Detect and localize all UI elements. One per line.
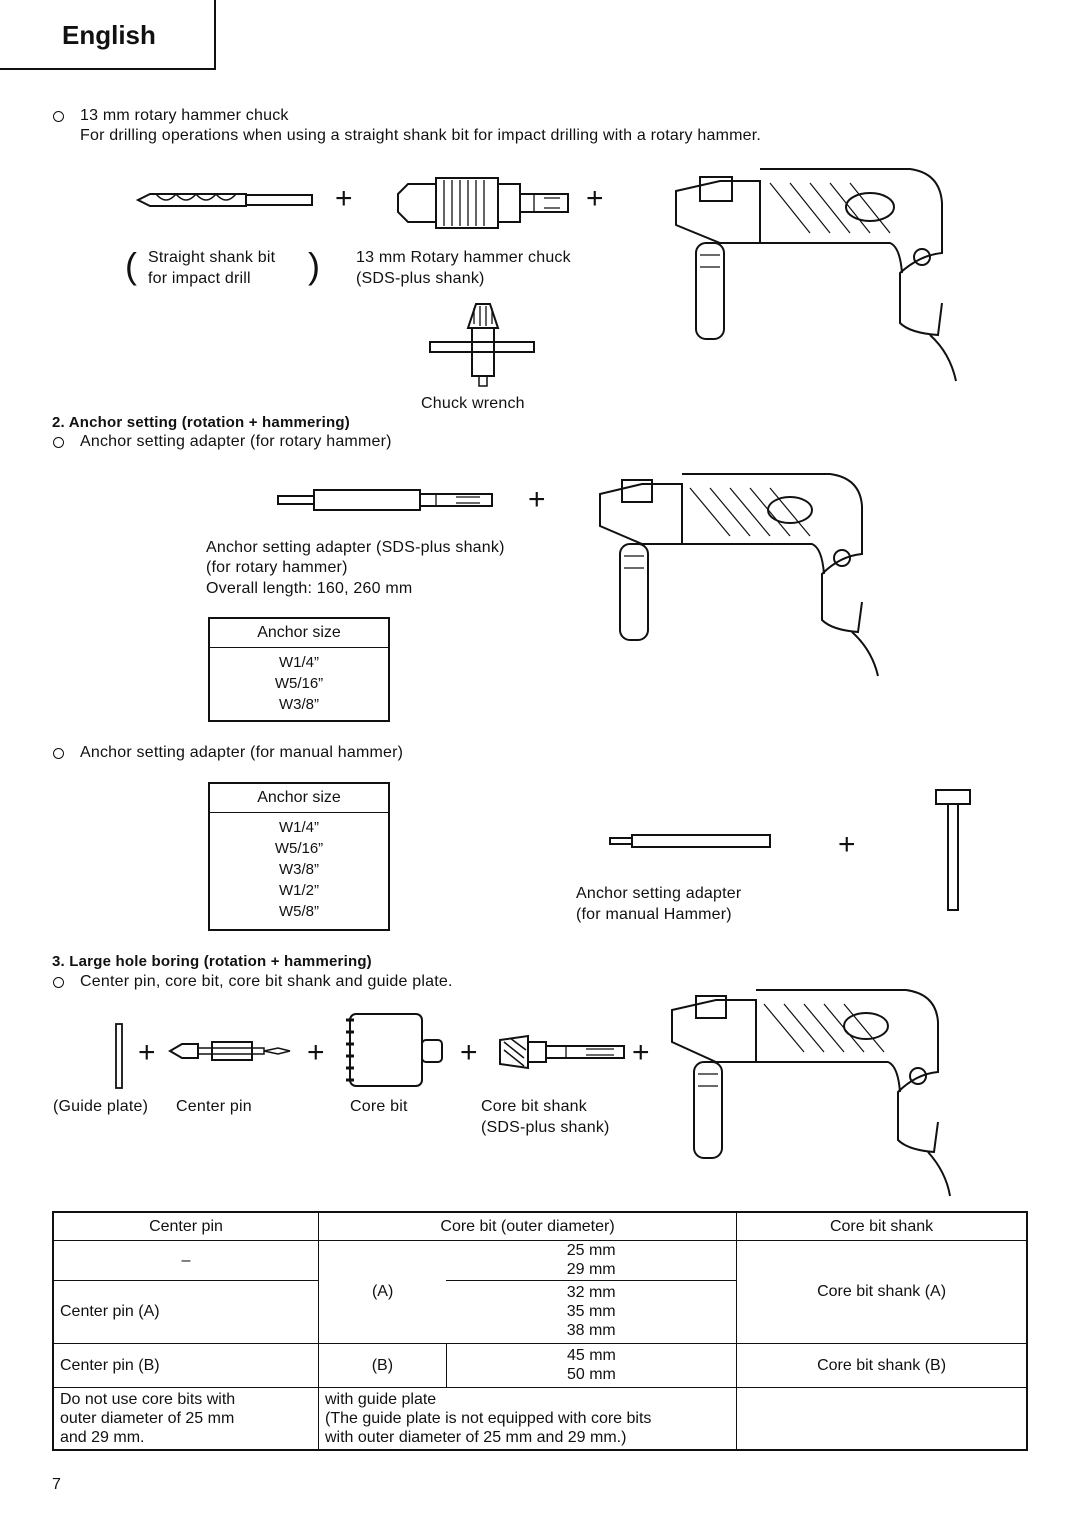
impact-drill-label: for impact drill — [148, 270, 251, 287]
header-core-bit-shank: Core bit shank — [736, 1211, 1028, 1241]
page-number: 7 — [52, 1476, 62, 1493]
straight-shank-bit-label: Straight shank bit — [148, 249, 276, 266]
section2-heading: 2. Anchor setting (rotation + hammering) — [52, 414, 350, 431]
paren-left: ( — [125, 245, 137, 286]
plus-sign: + — [335, 182, 353, 215]
plus-sign: + — [528, 483, 546, 516]
note-left-line: Do not use core bits with — [60, 1390, 236, 1408]
center-pin-label: Center pin — [176, 1098, 252, 1115]
plus-sign: + — [460, 1036, 478, 1069]
core-bit-size: 29 mm — [566, 1261, 616, 1278]
bullet-circle — [53, 748, 64, 759]
overall-length-label: Overall length: 160, 260 mm — [206, 580, 413, 597]
language-tab-label: English — [62, 20, 156, 50]
core-bit-size: 50 mm — [566, 1366, 616, 1383]
manual-adapter-bullet: Anchor setting adapter (for manual hamme… — [80, 744, 404, 761]
anchor-size-table-rotary: Anchor size W1/4” W5/16” W3/8” — [208, 617, 390, 722]
anchor-size-row: W1/4” — [278, 654, 319, 671]
bullet-circle — [53, 111, 64, 122]
table-header-row: Center pin Core bit (outer diameter) Cor… — [52, 1211, 1028, 1241]
guide-plate-label: (Guide plate) — [53, 1098, 149, 1115]
rotary-adapter-bullet: Anchor setting adapter (for rotary hamme… — [80, 433, 392, 450]
rotary-hammer-chuck-illustration — [397, 177, 569, 229]
header-center-pin: Center pin — [52, 1211, 319, 1241]
note-left-line: outer diameter of 25 mm — [60, 1409, 235, 1427]
anchor-size-row: W5/8” — [278, 903, 319, 920]
center-pin-dash: – — [52, 1239, 319, 1281]
core-bit-shank-label: Core bit shank — [481, 1098, 587, 1115]
rotary-hammer-illustration — [675, 168, 957, 382]
bullet-circle — [53, 437, 64, 448]
anchor-size-table-manual: Anchor size W1/4” W5/16” W3/8” W1/2” W5/… — [208, 782, 390, 931]
anchor-size-row: W3/8” — [278, 696, 319, 713]
plus-sign: + — [586, 182, 604, 215]
guide-plate-illustration — [115, 1023, 123, 1089]
rotary-adapter-label-2: (for rotary hammer) — [206, 559, 348, 576]
table-row: Center pin (A) 32 mm 35 mm 38 mm — [52, 1279, 1027, 1344]
plus-sign: + — [632, 1036, 650, 1069]
note-mid-line: with outer diameter of 25 mm and 29 mm.) — [325, 1428, 627, 1446]
core-bit-size: 25 mm — [566, 1242, 616, 1259]
header-core-bit: Core bit (outer diameter) — [317, 1211, 738, 1241]
note-left-line: and 29 mm. — [60, 1428, 145, 1446]
anchor-size-row: W3/8” — [278, 861, 319, 878]
center-pin-b: Center pin (B) — [52, 1342, 319, 1388]
core-bit-group-b: (B) — [318, 1342, 447, 1388]
section3-heading: 3. Large hole boring (rotation + hammeri… — [52, 953, 372, 970]
chuck-wrench-label: Chuck wrench — [421, 395, 525, 412]
core-bit-size: 32 mm — [566, 1284, 616, 1301]
anchor-size-header: Anchor size — [210, 619, 388, 648]
note-mid-line: (The guide plate is not equipped with co… — [325, 1409, 652, 1427]
core-bit-shank-illustration — [499, 1034, 625, 1070]
core-bit-illustration — [346, 1013, 443, 1087]
center-pin-a: Center pin (A) — [52, 1279, 319, 1344]
center-pin-illustration — [168, 1041, 291, 1061]
plus-sign: + — [838, 828, 856, 861]
paren-right: ) — [308, 245, 320, 286]
manual-hammer-label: (for manual Hammer) — [576, 906, 732, 923]
core-bit-table: Center pin Core bit (outer diameter) Cor… — [52, 1211, 1028, 1451]
table-row: – (A) 25 mm 29 mm Core bit shank (A) — [52, 1239, 1028, 1344]
anchor-size-header: Anchor size — [210, 784, 388, 813]
anchor-size-row: W5/16” — [274, 840, 324, 857]
core-bit-size: 35 mm — [566, 1303, 616, 1320]
rotary-chuck-label: 13 mm Rotary hammer chuck — [356, 249, 571, 266]
core-bit-shank-b: Core bit shank (B) — [736, 1342, 1028, 1388]
anchor-size-row: W1/2” — [278, 882, 319, 899]
plus-sign: + — [307, 1036, 325, 1069]
table-row: Center pin (B) (B) 45 mm 50 mm Core bit … — [52, 1342, 1028, 1388]
straight-shank-bit-illustration — [135, 192, 313, 207]
core-bit-size: 38 mm — [566, 1322, 616, 1339]
manual-adapter-label: Anchor setting adapter — [576, 885, 742, 902]
core-bit-shank-a: Core bit shank (A) — [736, 1239, 1028, 1344]
section3-bullet: Center pin, core bit, core bit shank and… — [80, 973, 453, 990]
anchor-adapter-rotary-illustration — [277, 489, 493, 511]
empty-cell — [736, 1386, 1028, 1451]
rotary-hammer-illustration — [599, 473, 879, 677]
chuck-wrench-illustration — [429, 303, 535, 387]
core-bit-size: 45 mm — [566, 1347, 616, 1364]
anchor-size-row: W1/4” — [278, 819, 319, 836]
chuck-bullet-title: 13 mm rotary hammer chuck — [80, 107, 289, 124]
note-mid-line: with guide plate — [325, 1390, 437, 1408]
core-bit-label: Core bit — [350, 1098, 408, 1115]
sds-plus-shank-label: (SDS-plus shank) — [481, 1119, 610, 1136]
plus-sign: + — [138, 1036, 156, 1069]
manual-hammer-illustration — [935, 789, 971, 911]
rotary-adapter-label: Anchor setting adapter (SDS-plus shank) — [206, 539, 505, 556]
table-row: Do not use core bits with outer diameter… — [52, 1386, 1028, 1451]
rotary-hammer-illustration — [671, 989, 951, 1197]
core-bit-group-a: (A) — [318, 1239, 447, 1344]
anchor-adapter-manual-illustration — [609, 834, 771, 848]
anchor-size-row: W5/16” — [274, 675, 324, 692]
bullet-circle — [53, 977, 64, 988]
sds-plus-shank-label: (SDS-plus shank) — [356, 270, 485, 287]
chuck-description: For drilling operations when using a str… — [80, 127, 762, 144]
language-tab: English — [0, 0, 216, 70]
